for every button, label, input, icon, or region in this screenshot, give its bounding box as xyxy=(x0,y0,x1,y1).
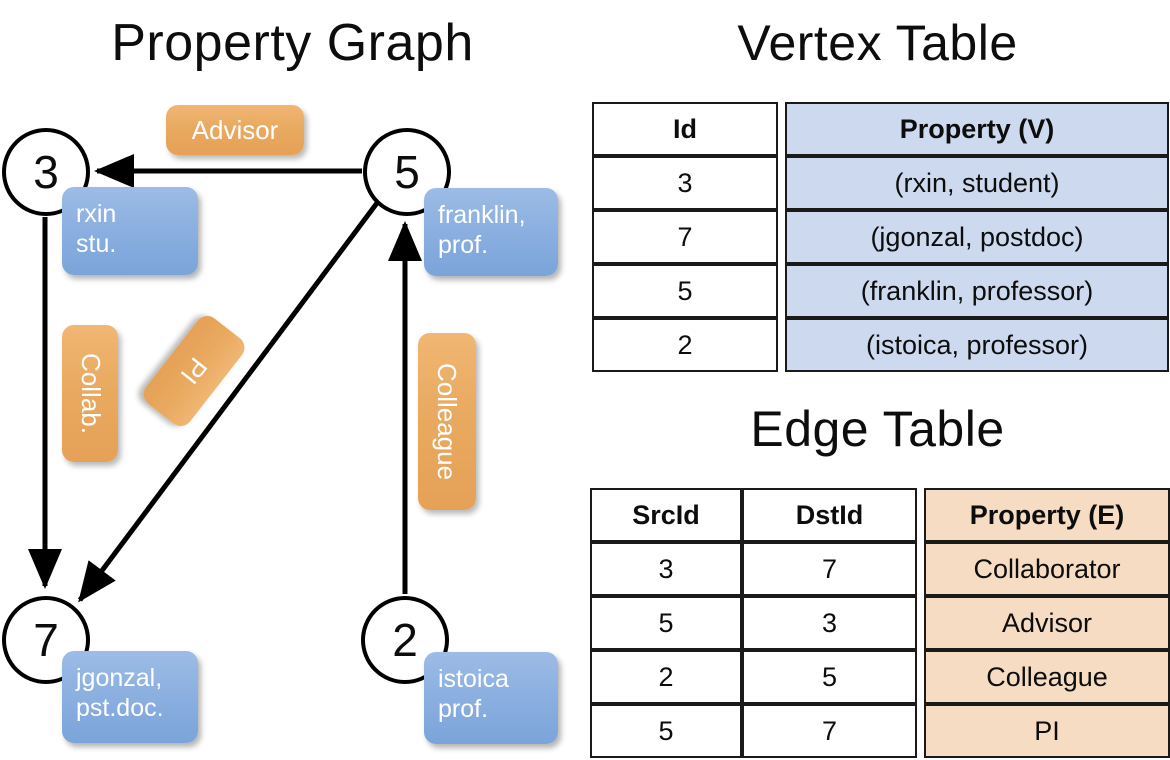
edge-header-srcid: SrcId xyxy=(590,488,742,542)
vertex-cell-property: (jgonzal, postdoc) xyxy=(785,210,1169,264)
vertex-property-box-2[interactable]: istoica prof. xyxy=(424,652,558,744)
vertex-header-property: Property (V) xyxy=(785,102,1169,156)
page-title-edge-table: Edge Table xyxy=(750,401,1005,457)
graph-node-5[interactable]: 5 xyxy=(363,128,451,216)
column-gap xyxy=(778,264,785,318)
table-header-row: SrcId DstId Property (E) xyxy=(590,488,1170,542)
edge-cell-property: PI xyxy=(924,704,1170,758)
edge-header-property: Property (E) xyxy=(924,488,1170,542)
vertex-property-line-1: franklin, xyxy=(438,201,526,229)
column-gap xyxy=(917,704,924,758)
vertex-cell-property: (istoica, professor) xyxy=(785,318,1169,372)
column-gap xyxy=(917,650,924,704)
column-gap xyxy=(778,102,785,156)
vertex-cell-property: (rxin, student) xyxy=(785,156,1169,210)
vertex-cell-id: 3 xyxy=(592,156,778,210)
table-row[interactable]: 5 (franklin, professor) xyxy=(592,264,1169,318)
table-row[interactable]: 3 (rxin, student) xyxy=(592,156,1169,210)
vertex-property-box-5[interactable]: franklin, prof. xyxy=(424,188,558,276)
edge-cell-dstid: 5 xyxy=(742,650,917,704)
vertex-property-line-2: stu. xyxy=(76,230,117,258)
table-row[interactable]: 2 5 Colleague xyxy=(590,650,1170,704)
edge-cell-srcid: 5 xyxy=(590,596,742,650)
vertex-property-line-1: rxin xyxy=(76,200,117,228)
edge-cell-dstid: 7 xyxy=(742,704,917,758)
column-gap xyxy=(778,156,785,210)
vertex-property-line-1: istoica xyxy=(438,665,509,693)
graph-edge-lines xyxy=(28,154,422,603)
column-gap xyxy=(917,596,924,650)
graph-node-2[interactable]: 2 xyxy=(361,596,449,684)
vertex-property-box-3[interactable]: rxin stu. xyxy=(62,187,198,275)
edge-line-5-to-7 xyxy=(77,201,380,603)
edge-label-collab[interactable]: Collab. xyxy=(62,325,118,462)
vertex-header-id: Id xyxy=(592,102,778,156)
edge-label-advisor-text: Advisor xyxy=(191,114,279,145)
page-title-property-graph: Property Graph xyxy=(111,14,474,72)
edge-cell-property: Colleague xyxy=(924,650,1170,704)
vertex-table: Id Property (V) 3 (rxin, student) 7 (jgo… xyxy=(592,102,1169,372)
edge-cell-srcid: 5 xyxy=(590,704,742,758)
table-row[interactable]: 5 7 PI xyxy=(590,704,1170,758)
edge-header-dstid: DstId xyxy=(742,488,917,542)
edge-cell-srcid: 3 xyxy=(590,542,742,596)
edge-cell-dstid: 7 xyxy=(742,542,917,596)
page-title-vertex-table: Vertex Table xyxy=(737,15,1018,71)
edge-label-colleague[interactable]: Colleague xyxy=(418,333,476,510)
table-row[interactable]: 5 3 Advisor xyxy=(590,596,1170,650)
edge-cell-property: Advisor xyxy=(924,596,1170,650)
vertex-cell-id: 5 xyxy=(592,264,778,318)
vertex-property-line-2: prof. xyxy=(438,231,489,259)
edge-table: SrcId DstId Property (E) 3 7 Collaborato… xyxy=(590,488,1170,758)
edge-cell-property: Collaborator xyxy=(924,542,1170,596)
vertex-property-line-2: pst.doc. xyxy=(76,694,164,722)
edge-label-advisor[interactable]: Advisor xyxy=(166,105,304,155)
table-row[interactable]: 2 (istoica, professor) xyxy=(592,318,1169,372)
vertex-cell-id: 2 xyxy=(592,318,778,372)
edge-label-colleague-text: Colleague xyxy=(432,362,463,481)
vertex-property-box-7[interactable]: jgonzal, pst.doc. xyxy=(62,651,198,743)
property-graph-diagram: 3 5 7 2 rxin stu. franklin, prof. jgonza… xyxy=(2,105,558,744)
table-row[interactable]: 3 7 Collaborator xyxy=(590,542,1170,596)
vertex-property-line-2: prof. xyxy=(438,695,489,723)
column-gap xyxy=(917,488,924,542)
edge-label-collab-text: Collab. xyxy=(75,353,106,434)
vertex-cell-property: (franklin, professor) xyxy=(785,264,1169,318)
column-gap xyxy=(778,210,785,264)
edge-label-pi-text: PI xyxy=(175,352,214,391)
edge-cell-dstid: 3 xyxy=(742,596,917,650)
table-header-row: Id Property (V) xyxy=(592,102,1169,156)
column-gap xyxy=(917,542,924,596)
column-gap xyxy=(778,318,785,372)
table-row[interactable]: 7 (jgonzal, postdoc) xyxy=(592,210,1169,264)
vertex-cell-id: 7 xyxy=(592,210,778,264)
edge-cell-srcid: 2 xyxy=(590,650,742,704)
vertex-property-line-1: jgonzal, xyxy=(76,664,163,692)
